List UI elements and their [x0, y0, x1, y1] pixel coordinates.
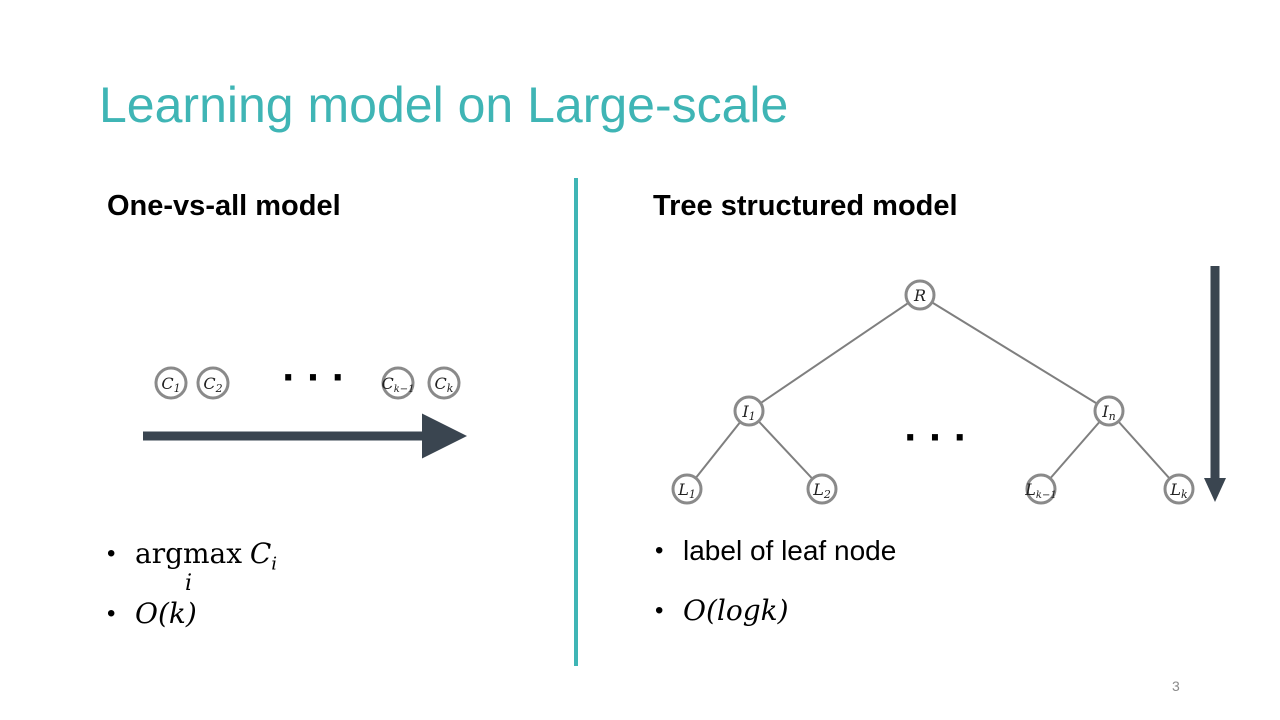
svg-text:I1: I1	[741, 402, 755, 423]
bullet-complexity-right: O(logk)	[655, 594, 896, 654]
complexity-ologk: O(logk)	[683, 594, 789, 627]
svg-text:C1: C1	[161, 374, 180, 395]
svg-text:Lk−1: Lk−1	[1024, 480, 1056, 501]
tree-leaf-node-lk-1: Lk−1	[1024, 473, 1057, 505]
tree-root-node: R	[904, 279, 936, 311]
column-divider	[574, 178, 578, 666]
tree-internal-node-i1: I1	[733, 395, 765, 427]
svg-text:C2: C2	[203, 374, 222, 395]
right-bullets: label of leaf node O(logk)	[655, 534, 896, 654]
class-node-ck: Ck	[427, 366, 461, 400]
tree-leaf-node-l1: L1	[671, 473, 703, 505]
sub-1: 1	[174, 382, 181, 395]
svg-text:Lk: Lk	[1169, 480, 1188, 501]
class-node-ck-1: Ck−1	[381, 366, 415, 400]
slide-title: Learning model on Large-scale	[99, 77, 789, 133]
tree-leaf-node-l2: L2	[806, 473, 838, 505]
page-number: 3	[1172, 678, 1180, 694]
left-heading: One-vs-all model	[107, 190, 341, 222]
vertical-arrow-head	[1204, 478, 1226, 502]
left-ellipsis: · · ·	[282, 358, 344, 398]
svg-text:In: In	[1101, 402, 1115, 423]
leaf-label-text: label of leaf node	[683, 535, 897, 566]
svg-text:L1: L1	[677, 480, 696, 501]
bullet-complexity-left: O(k)	[107, 597, 277, 657]
tree-ellipsis: · · ·	[904, 418, 966, 458]
tree-internal-node-in: In	[1093, 395, 1125, 427]
svg-text:Ck: Ck	[435, 374, 454, 395]
svg-text:Ck−1: Ck−1	[381, 374, 414, 395]
bullet-leaf-label: label of leaf node	[655, 534, 896, 594]
svg-text:R: R	[913, 286, 926, 305]
right-heading: Tree structured model	[653, 190, 958, 222]
tree-edges	[686, 294, 1180, 490]
argmax-subscript: i	[184, 571, 193, 596]
class-node-c1: C1	[154, 366, 188, 400]
svg-text:L2: L2	[812, 480, 831, 501]
argmax-variable: Ci	[249, 537, 278, 575]
tree-leaf-node-lk: Lk	[1163, 473, 1195, 505]
class-node-c2: C2	[196, 366, 230, 400]
complexity-ok: O(k)	[135, 597, 197, 630]
